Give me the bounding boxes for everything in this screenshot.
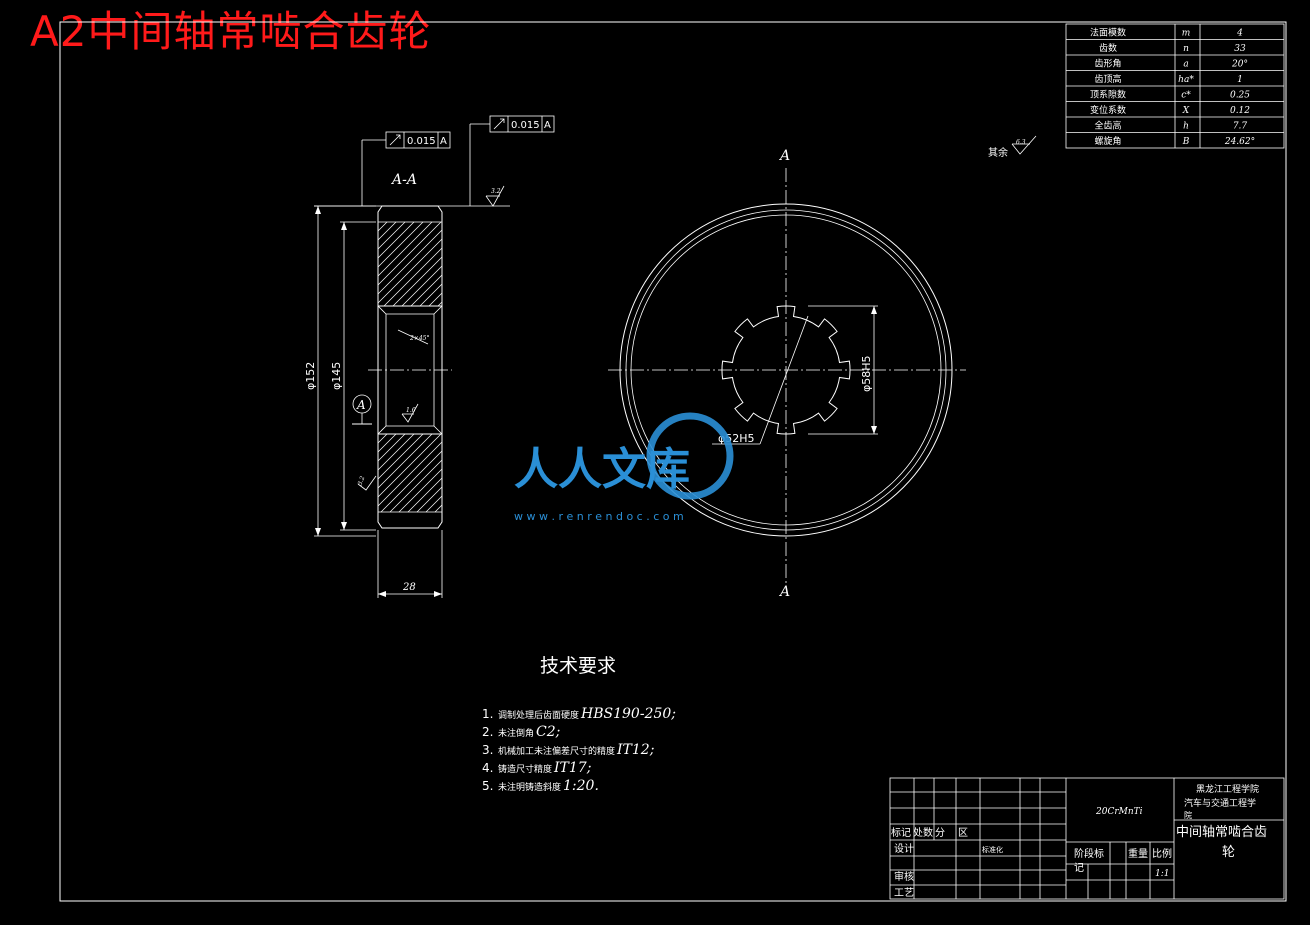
label-zone2: 区 bbox=[958, 827, 968, 839]
label-stage-mark2: 记 bbox=[1074, 862, 1084, 874]
tech-item-value: 1:20. bbox=[563, 778, 599, 794]
roughness-2-value: 1.6 bbox=[406, 407, 416, 414]
part-name-line1: 中间轴常啮合齿 bbox=[1176, 825, 1267, 840]
tolerance-1-value: 0.015 bbox=[407, 136, 436, 147]
roughness-3-value: 3.2 bbox=[357, 475, 367, 487]
drawing-frame bbox=[59, 21, 1287, 902]
roughness-note-value: 6.3 bbox=[1016, 139, 1026, 146]
roughness-1-value: 3.2 bbox=[491, 188, 501, 195]
front-view: A A φ58H5 φ52H5 bbox=[608, 148, 966, 600]
tech-item-text: 未注明铸造斜度 bbox=[498, 781, 561, 793]
param-symbol: h bbox=[1183, 122, 1189, 132]
tolerance-frame-1: 0.015 A bbox=[361, 131, 451, 206]
param-name: 齿数 bbox=[1099, 42, 1117, 54]
runout-icon bbox=[493, 118, 505, 130]
tolerance-2-datum: A bbox=[544, 120, 551, 131]
watermark: 人人文库 w w w . r e n r e n d o c . c o m bbox=[514, 412, 734, 523]
tech-item-text: 铸造尺寸精度 bbox=[498, 763, 552, 775]
label-marks: 标记 bbox=[891, 827, 911, 839]
param-name: 顶系隙数 bbox=[1090, 89, 1126, 101]
watermark-text: 人人文库 bbox=[514, 444, 690, 495]
roughness-note: 其余 6.3 bbox=[988, 135, 1037, 159]
section-view: A-A 0.015 A 0.015 A 3.2 bbox=[304, 115, 555, 598]
param-value: 24.62° bbox=[1224, 137, 1255, 147]
datum-label: A bbox=[356, 398, 366, 412]
param-symbol: X bbox=[1182, 106, 1190, 116]
label-review: 审核 bbox=[894, 870, 914, 883]
tolerance-1-datum: A bbox=[440, 136, 447, 147]
hatch-bottom bbox=[377, 433, 443, 513]
param-name: 齿顶高 bbox=[1094, 73, 1121, 85]
tolerance-2-value: 0.015 bbox=[511, 120, 540, 131]
param-value: 0.25 bbox=[1230, 91, 1250, 101]
param-symbol: n bbox=[1183, 44, 1189, 54]
param-symbol: a bbox=[1183, 60, 1188, 70]
dim-inner: φ145 bbox=[330, 362, 343, 390]
label-standardize: 标准化 bbox=[982, 845, 1003, 854]
dim-outer: φ152 bbox=[304, 362, 317, 390]
roughness-note-label: 其余 bbox=[988, 146, 1008, 159]
dim-spline-outer: φ58H5 bbox=[860, 355, 873, 392]
param-symbol: c* bbox=[1181, 91, 1191, 101]
tech-item-text: 未注倒角 bbox=[498, 727, 534, 739]
param-value: 7.7 bbox=[1233, 122, 1248, 132]
param-symbol: ha* bbox=[1178, 75, 1194, 85]
param-value: 33 bbox=[1234, 44, 1246, 54]
tech-item-num: 3. bbox=[482, 743, 493, 757]
label-process: 工艺 bbox=[894, 887, 914, 899]
param-value: 4 bbox=[1236, 29, 1243, 39]
param-symbol: m bbox=[1182, 29, 1191, 39]
tech-item-value: IT12; bbox=[616, 742, 654, 758]
chamfer-note: 2×45° bbox=[409, 335, 429, 342]
param-name: 全齿高 bbox=[1094, 120, 1121, 132]
param-value: 0.12 bbox=[1230, 106, 1250, 116]
tolerance-frame-2: 0.015 A bbox=[469, 115, 555, 206]
tech-item-text: 机械加工未注偏差尺寸的精度 bbox=[498, 745, 615, 757]
dim-width: 28 bbox=[402, 582, 416, 593]
label-scale: 比例 bbox=[1152, 847, 1172, 860]
section-mark-top: A bbox=[778, 148, 790, 164]
param-symbol: B bbox=[1182, 137, 1190, 147]
tech-item-num: 4. bbox=[482, 761, 493, 775]
param-name: 法面模数 bbox=[1090, 27, 1126, 39]
material: 20CrMnTi bbox=[1095, 807, 1143, 817]
title-block: 20CrMnTi 黑龙江工程学院 汽车与交通工程学 院 中间轴常啮合齿 轮 标记… bbox=[889, 777, 1285, 900]
params-table: 法面模数 m 4 齿数 n 33 齿形角 a 20° 齿顶高 ha* 1 顶系隙数 c* 0.25 变位系数 X… bbox=[1065, 23, 1285, 149]
tech-heading: 技术要求 bbox=[540, 655, 616, 677]
school-line3: 院 bbox=[1184, 810, 1192, 820]
tech-item-value: IT17; bbox=[553, 760, 591, 776]
drawing-title: A2中间轴常啮合齿轮 bbox=[30, 7, 432, 56]
tech-item-num: 1. bbox=[482, 707, 493, 721]
param-value: 1 bbox=[1237, 75, 1243, 85]
tech-item-value: HBS190-250; bbox=[580, 706, 676, 722]
scale-value: 1:1 bbox=[1155, 869, 1169, 879]
section-label: A-A bbox=[390, 172, 417, 188]
tech-item-text: 调制处理后齿面硬度 bbox=[498, 709, 579, 721]
label-zone: 分 bbox=[935, 827, 945, 839]
label-count: 处数 bbox=[913, 826, 933, 839]
tech-item-num: 2. bbox=[482, 725, 493, 739]
param-name: 齿形角 bbox=[1094, 58, 1121, 70]
param-name: 螺旋角 bbox=[1094, 135, 1121, 147]
section-mark-bottom: A bbox=[778, 584, 790, 600]
school-line1: 黑龙江工程学院 bbox=[1196, 783, 1259, 795]
tech-item-value: C2; bbox=[536, 724, 560, 740]
hatch-top bbox=[377, 221, 443, 307]
watermark-url: w w w . r e n r e n d o c . c o m bbox=[514, 510, 684, 523]
param-value: 20° bbox=[1231, 60, 1248, 70]
tech-item-num: 5. bbox=[482, 779, 493, 793]
school-line2: 汽车与交通工程学 bbox=[1184, 797, 1256, 809]
label-weight: 重量 bbox=[1128, 847, 1148, 860]
part-name-line2: 轮 bbox=[1222, 845, 1235, 860]
param-name: 变位系数 bbox=[1090, 104, 1126, 116]
label-designer: 设计 bbox=[894, 842, 914, 855]
label-stage-mark: 阶段标 bbox=[1074, 847, 1104, 860]
runout-icon bbox=[389, 134, 401, 146]
